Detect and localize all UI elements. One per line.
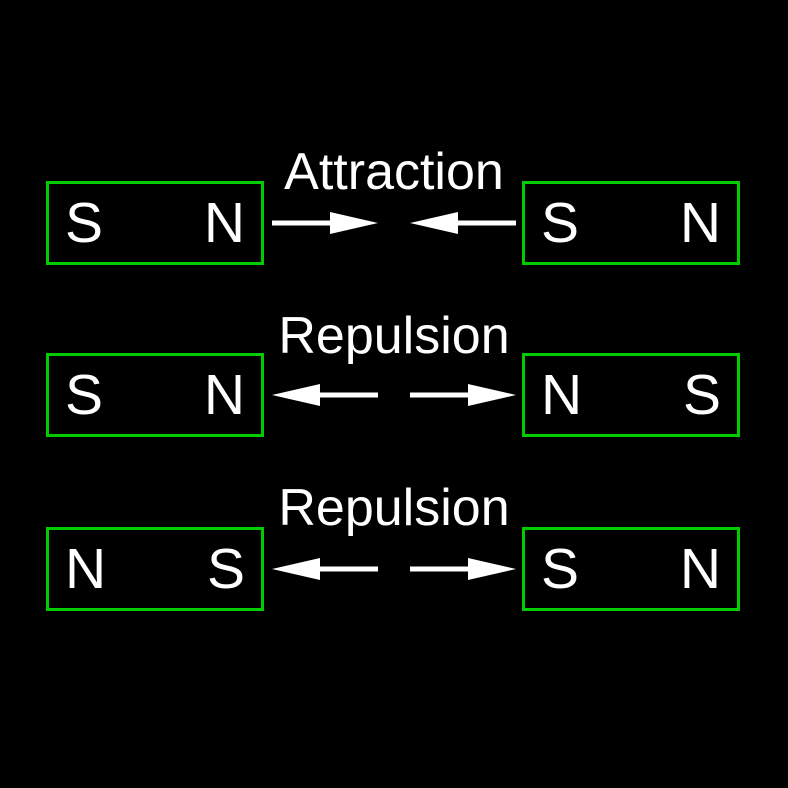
pole-label-left: S — [541, 536, 580, 601]
magnet-pair-row-attraction: Attraction S N S N — [0, 146, 788, 265]
pole-label-left: S — [65, 362, 104, 427]
force-arrow-left — [272, 557, 378, 581]
force-arrow-left — [272, 211, 378, 235]
pole-label-left: S — [65, 190, 104, 255]
row-title: Attraction — [284, 143, 504, 201]
magnet-pair-row-repulsion-2: Repulsion N S S N — [0, 482, 788, 611]
pole-label-right: N — [203, 190, 245, 255]
pole-label-right: N — [679, 190, 721, 255]
right-bar-magnet: S N — [522, 527, 740, 611]
row-title: Repulsion — [278, 307, 510, 365]
arrow-icon — [410, 558, 516, 580]
pole-label-left: N — [65, 536, 107, 601]
force-arrow-right — [410, 211, 516, 235]
arrow-icon — [410, 384, 516, 406]
pole-label-right: N — [679, 536, 721, 601]
force-arrow-right — [410, 383, 516, 407]
force-arrow-right — [410, 557, 516, 581]
left-bar-magnet: S N — [46, 353, 264, 437]
right-bar-magnet: S N — [522, 181, 740, 265]
right-bar-magnet: N S — [522, 353, 740, 437]
arrow-icon — [272, 384, 378, 406]
pole-label-right: S — [206, 536, 245, 601]
row-title: Repulsion — [278, 479, 510, 537]
force-arrow-left — [272, 383, 378, 407]
arrow-icon — [272, 212, 378, 234]
magnet-pair-row-repulsion-1: Repulsion S N N S — [0, 310, 788, 437]
pole-label-right: N — [203, 362, 245, 427]
left-bar-magnet: N S — [46, 527, 264, 611]
arrow-icon — [272, 558, 378, 580]
arrow-icon — [410, 212, 516, 234]
pole-label-right: S — [682, 362, 721, 427]
pole-label-left: N — [541, 362, 583, 427]
left-bar-magnet: S N — [46, 181, 264, 265]
pole-label-left: S — [541, 190, 580, 255]
